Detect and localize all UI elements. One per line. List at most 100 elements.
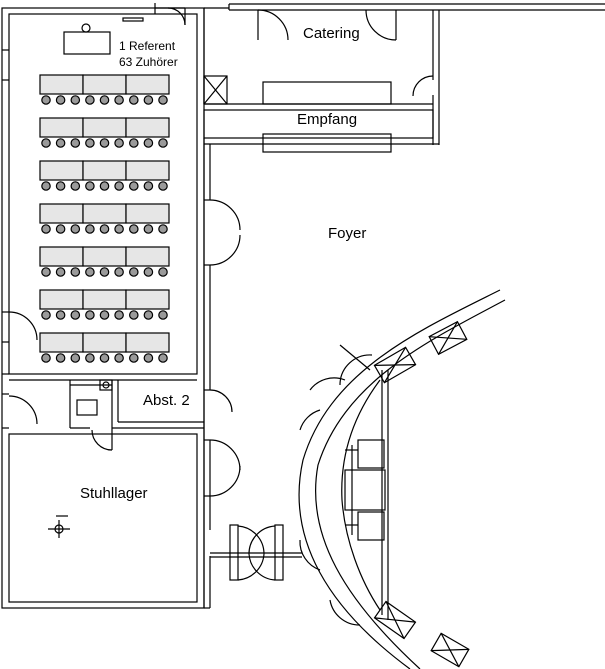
chair	[41, 353, 51, 363]
chair	[99, 353, 110, 363]
chair	[129, 267, 139, 277]
chair	[55, 181, 66, 191]
table	[39, 332, 84, 353]
chair	[70, 353, 81, 363]
chair	[55, 95, 66, 105]
chair	[41, 224, 51, 234]
chair	[55, 138, 66, 148]
table	[39, 74, 84, 95]
chair	[55, 224, 66, 234]
chair	[114, 181, 124, 191]
chair	[143, 181, 154, 191]
chair	[143, 138, 154, 148]
room-label-storage: Abst. 2	[143, 392, 190, 409]
table	[82, 246, 127, 267]
chair	[114, 95, 124, 105]
chair	[41, 181, 51, 191]
table	[125, 160, 170, 181]
chair	[129, 353, 139, 363]
chair	[85, 95, 95, 105]
chair	[55, 267, 66, 277]
table	[39, 160, 84, 181]
chair	[143, 310, 154, 320]
chair	[70, 181, 81, 191]
chair	[85, 310, 95, 320]
table	[82, 203, 127, 224]
chair	[85, 267, 95, 277]
seat-row	[39, 117, 170, 148]
table	[82, 289, 127, 310]
chair	[85, 353, 95, 363]
chair	[129, 138, 139, 148]
table	[82, 160, 127, 181]
chair	[41, 138, 51, 148]
table	[39, 117, 84, 138]
table	[82, 74, 127, 95]
table	[125, 203, 170, 224]
chair	[158, 138, 168, 148]
table	[39, 203, 84, 224]
chair	[41, 310, 51, 320]
room-label-foyer: Foyer	[328, 225, 366, 242]
seminar-capacity-line2: 63 Zuhörer	[119, 55, 178, 69]
chair	[129, 310, 139, 320]
chair	[143, 353, 154, 363]
table	[125, 74, 170, 95]
chair	[158, 181, 168, 191]
chair	[85, 181, 95, 191]
seat-row	[39, 289, 170, 320]
chair	[55, 353, 66, 363]
chair	[114, 224, 124, 234]
chair	[158, 95, 168, 105]
foyer-left-wall	[203, 144, 241, 609]
chair	[41, 267, 51, 277]
chair	[70, 267, 81, 277]
top-wall-details	[122, 3, 605, 26]
chair	[55, 310, 66, 320]
chair	[70, 95, 81, 105]
reception-walls	[203, 109, 439, 153]
chair	[143, 267, 154, 277]
chair	[99, 95, 110, 105]
seat-row	[39, 203, 170, 234]
chair	[158, 267, 168, 277]
seat-row	[39, 74, 170, 105]
corridor	[210, 524, 302, 581]
chair	[129, 224, 139, 234]
table	[82, 332, 127, 353]
chair	[99, 310, 110, 320]
room-label-catering: Catering	[303, 25, 360, 42]
table	[39, 246, 84, 267]
chair	[114, 138, 124, 148]
chair	[85, 138, 95, 148]
chair-storage-walls	[8, 433, 198, 603]
chair	[85, 224, 95, 234]
seat-row	[39, 246, 170, 277]
chair	[143, 95, 154, 105]
seating-rows	[39, 74, 170, 363]
seat-row	[39, 332, 170, 363]
left-wall-doors	[2, 49, 38, 429]
storage-and-wc	[69, 379, 204, 451]
speaker-desk	[63, 23, 111, 55]
chair	[114, 310, 124, 320]
chair	[41, 95, 51, 105]
chair	[99, 181, 110, 191]
chair	[158, 310, 168, 320]
seat-row	[39, 160, 170, 191]
table	[125, 332, 170, 353]
table	[125, 289, 170, 310]
chair	[70, 310, 81, 320]
chair	[114, 267, 124, 277]
seminar-capacity-line1: 1 Referent	[119, 39, 176, 53]
chair	[99, 224, 110, 234]
chair	[70, 224, 81, 234]
chair	[143, 224, 154, 234]
chair	[70, 138, 81, 148]
chair	[158, 353, 168, 363]
table	[125, 117, 170, 138]
chair	[114, 353, 124, 363]
chair	[129, 95, 139, 105]
chair	[129, 181, 139, 191]
